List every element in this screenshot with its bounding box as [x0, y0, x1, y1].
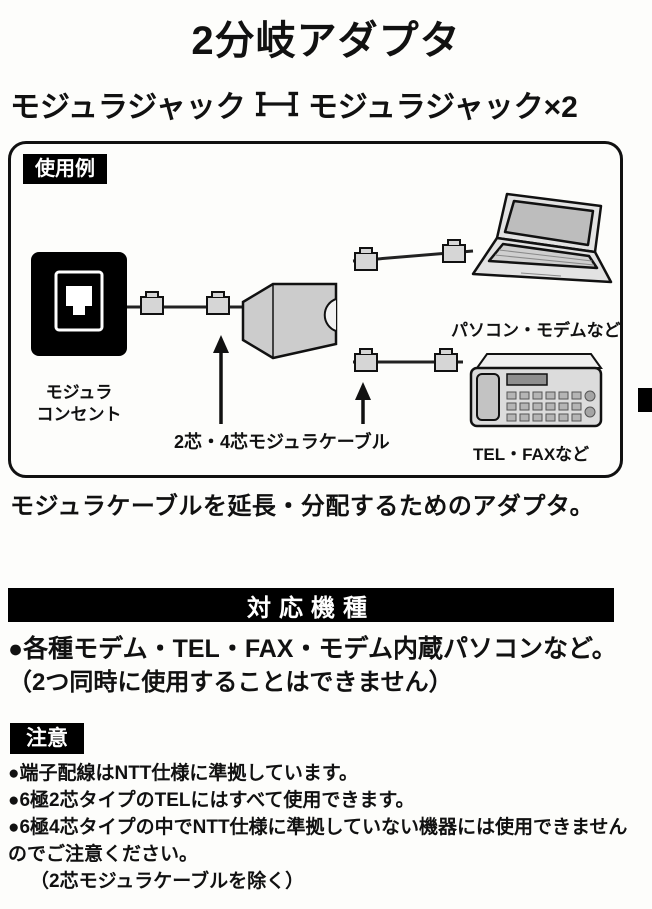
compatible-models-line2: （2つ同時に使用することはできません）: [8, 669, 453, 696]
caution-item: ●6極2芯タイプのTELにはすべて使用できます。: [8, 790, 415, 811]
laptop-icon: [471, 192, 613, 284]
caution-badge: 注意: [10, 723, 84, 755]
adapter-description: モジュラケーブルを延長・分配するためのアダプタ。: [10, 493, 595, 520]
cable-adapter-diagram: [127, 239, 474, 424]
caution-item: ●端子配線はNTT仕様に準拠しています。: [8, 763, 358, 784]
usage-example-badge: 使用例: [23, 154, 107, 184]
compatible-models-header: 対応機種: [8, 588, 614, 622]
modular-outlet-label-line1: モジュラ: [45, 383, 113, 402]
fax-phone-icon: [469, 353, 603, 428]
jack-connector-icon: [255, 91, 298, 117]
modular-outlet-label-line2: コンセント: [36, 405, 122, 425]
usage-example-box: 使用例: [8, 141, 623, 478]
page-edge-marker: [638, 388, 652, 412]
modular-outlet-label: モジュラ コンセント: [11, 382, 147, 426]
cable-type-label: 2芯・4芯モジュラケーブル: [174, 432, 390, 452]
caution-item: ●6極4芯タイプの中でNTT仕様に準拠していない機器には使用できませんのでご注意…: [8, 817, 628, 865]
pc-modem-label: パソコン・モデムなど: [451, 321, 621, 340]
caution-list: ●端子配線はNTT仕様に準拠しています。 ●6極2芯タイプのTELにはすべて使用…: [8, 760, 628, 895]
page-title: 2分岐アダプタ: [191, 19, 461, 63]
subtitle-right: モジュラジャック×2: [307, 91, 578, 124]
compatible-models-line1: ●各種モデム・TEL・FAX・モデム内蔵パソコンなど。: [8, 635, 617, 663]
subtitle: モジュラジャック モジュラジャック×2: [10, 82, 578, 126]
caution-item-note: （2芯モジュラケーブルを除く）: [30, 871, 305, 892]
modular-outlet-icon: [31, 252, 127, 356]
subtitle-left: モジュラジャック: [10, 91, 246, 124]
tel-fax-label: TEL・FAXなど: [473, 445, 590, 464]
